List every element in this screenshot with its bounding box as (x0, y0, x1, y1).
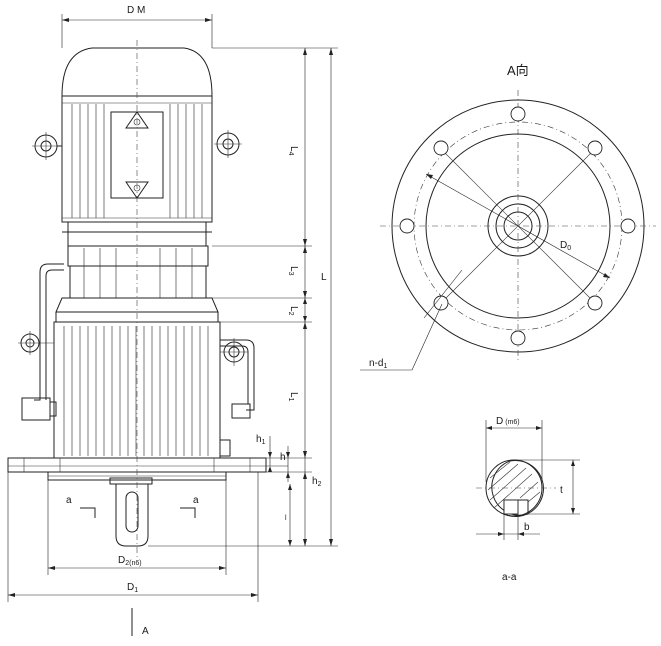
dim-l2-label: L2 (287, 306, 299, 316)
bolt-hole-bottom (510, 330, 526, 346)
dim-h1-label: h1 (256, 434, 266, 446)
motor-elevation: a a (7, 40, 267, 560)
side-pipe-right (220, 339, 255, 411)
dim-d2-label: D2(n6) (118, 555, 142, 567)
dim-t-label: t (560, 485, 563, 496)
lower-cooling-fins (63, 326, 209, 456)
output-shaft (115, 484, 149, 547)
view-a-title: A向 (507, 63, 529, 78)
dim-l-label: L (321, 272, 327, 283)
dim-b-label: b (524, 522, 530, 533)
key-slot (503, 499, 519, 515)
lifting-eye-right-lower (220, 338, 248, 366)
bolt-hole-right (620, 218, 636, 234)
dim-d1-label: D1 (127, 582, 138, 594)
view-a-flange: A向 D0 n-d1 (360, 63, 656, 371)
bolt-hole-top-left (433, 140, 449, 156)
section-title: a-a (502, 572, 517, 583)
side-pipe-left (34, 263, 64, 401)
coupling-section (67, 245, 209, 267)
section-a-a: D(m6) t b a-a (476, 416, 580, 583)
dim-l4-label: L4 (287, 146, 299, 156)
section-mark-a-left: a (66, 495, 72, 506)
bolt-hole-bottom-right (587, 295, 603, 311)
dim-d0-label: D0 (560, 240, 571, 252)
bolt-hole-left (399, 218, 415, 234)
dim-h2-label: h2 (312, 476, 322, 488)
bolt-hole-bottom-left (433, 295, 449, 311)
section-hatch (487, 461, 541, 509)
view-arrow-a-label: A (142, 626, 149, 637)
fan-cover (61, 47, 213, 97)
reducer-housing (69, 265, 207, 299)
dim-dm-label: D M (127, 5, 145, 16)
dim-dm6-label: D(m6) (496, 416, 520, 427)
lifting-eye-left-lower (18, 331, 54, 355)
upper-cooling-fins (71, 104, 203, 218)
leader-nd1-label: n-d1 (369, 358, 387, 370)
lifting-eye-left-upper (32, 132, 62, 160)
dim-l1-label: L1 (287, 392, 299, 402)
bolt-hole-top-right (587, 140, 603, 156)
bolt-hole-top (510, 106, 526, 122)
dim-l3-label: L3 (287, 266, 299, 276)
dim-l-small-label: l (285, 515, 287, 522)
lifting-eye-right-upper (214, 130, 242, 158)
shaft-keyway (125, 491, 139, 533)
shaft-collar (109, 477, 153, 485)
dim-h-label: h (280, 452, 286, 463)
dimensions-main: D M L4 L3 L2 L1 L h1 (7, 5, 338, 637)
section-mark-a-right: a (193, 495, 199, 506)
